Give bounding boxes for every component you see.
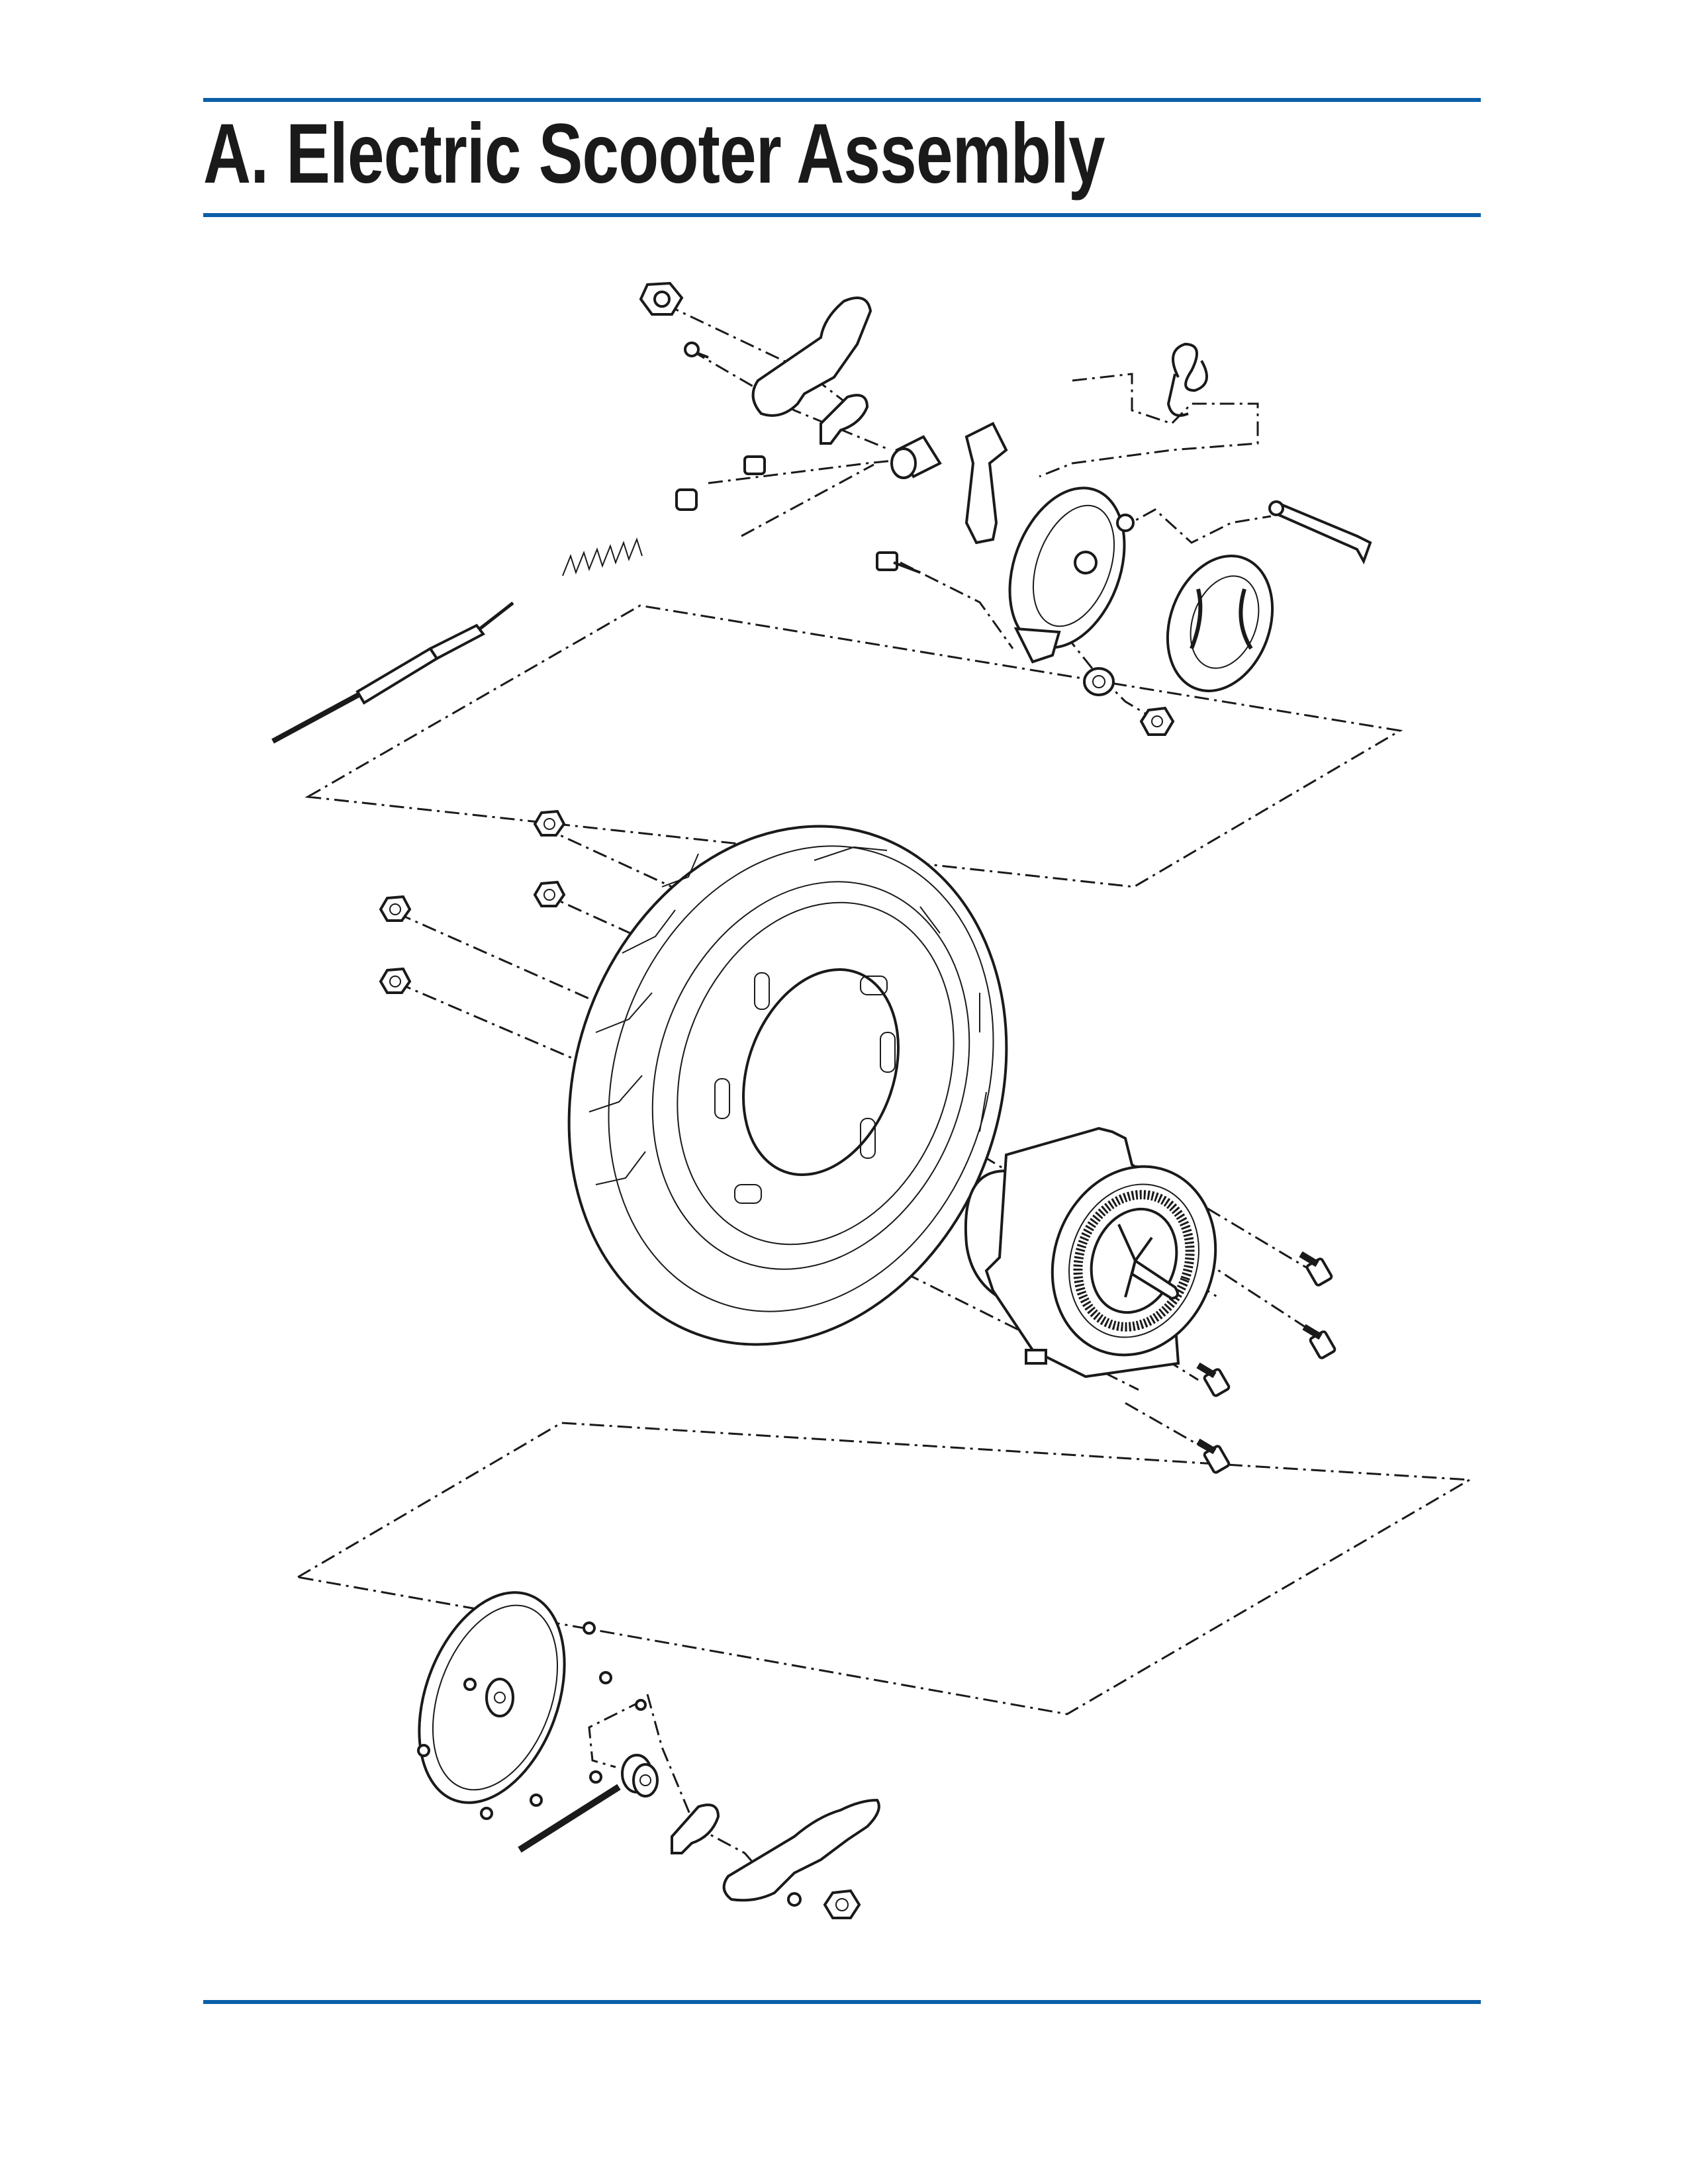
torsion-spring [1166, 342, 1208, 417]
bottom-nut [823, 1889, 861, 1919]
adjuster-nut [675, 455, 766, 511]
brake-lever-arm [964, 422, 1008, 545]
side-cover-plate [418, 1591, 566, 1804]
brake-backing-plate [1008, 486, 1135, 664]
brake-bolt [876, 551, 921, 574]
header-top-rule [203, 98, 1481, 102]
bottom-bracket-plate [671, 1803, 720, 1854]
top-mounting-bracket [751, 296, 872, 417]
bottom-screw [787, 1892, 802, 1907]
brake-spacer [1083, 667, 1115, 696]
axle-rod [518, 1784, 621, 1853]
page-title: A. Electric Scooter Assembly [203, 107, 1105, 201]
cover-screws [417, 1621, 647, 1820]
brake-cable [271, 602, 514, 744]
bottom-mounting-bracket [722, 1798, 880, 1902]
tire-and-rim [567, 825, 1008, 1346]
brake-shoe [1166, 555, 1274, 692]
brake-nut [1139, 706, 1175, 736]
top-nut [639, 281, 684, 316]
top-screw [684, 341, 709, 359]
header-bottom-rule [203, 213, 1481, 217]
wheel-nuts [379, 809, 566, 994]
axle-bearing [621, 1754, 659, 1797]
hub-motor [964, 1126, 1217, 1379]
cam-shaft [1268, 500, 1372, 565]
top-bracket-plate [820, 394, 869, 445]
spring [562, 537, 643, 576]
footer-rule [203, 2000, 1481, 2004]
motor-bolts [1196, 1251, 1336, 1474]
top-bushing [890, 435, 942, 479]
